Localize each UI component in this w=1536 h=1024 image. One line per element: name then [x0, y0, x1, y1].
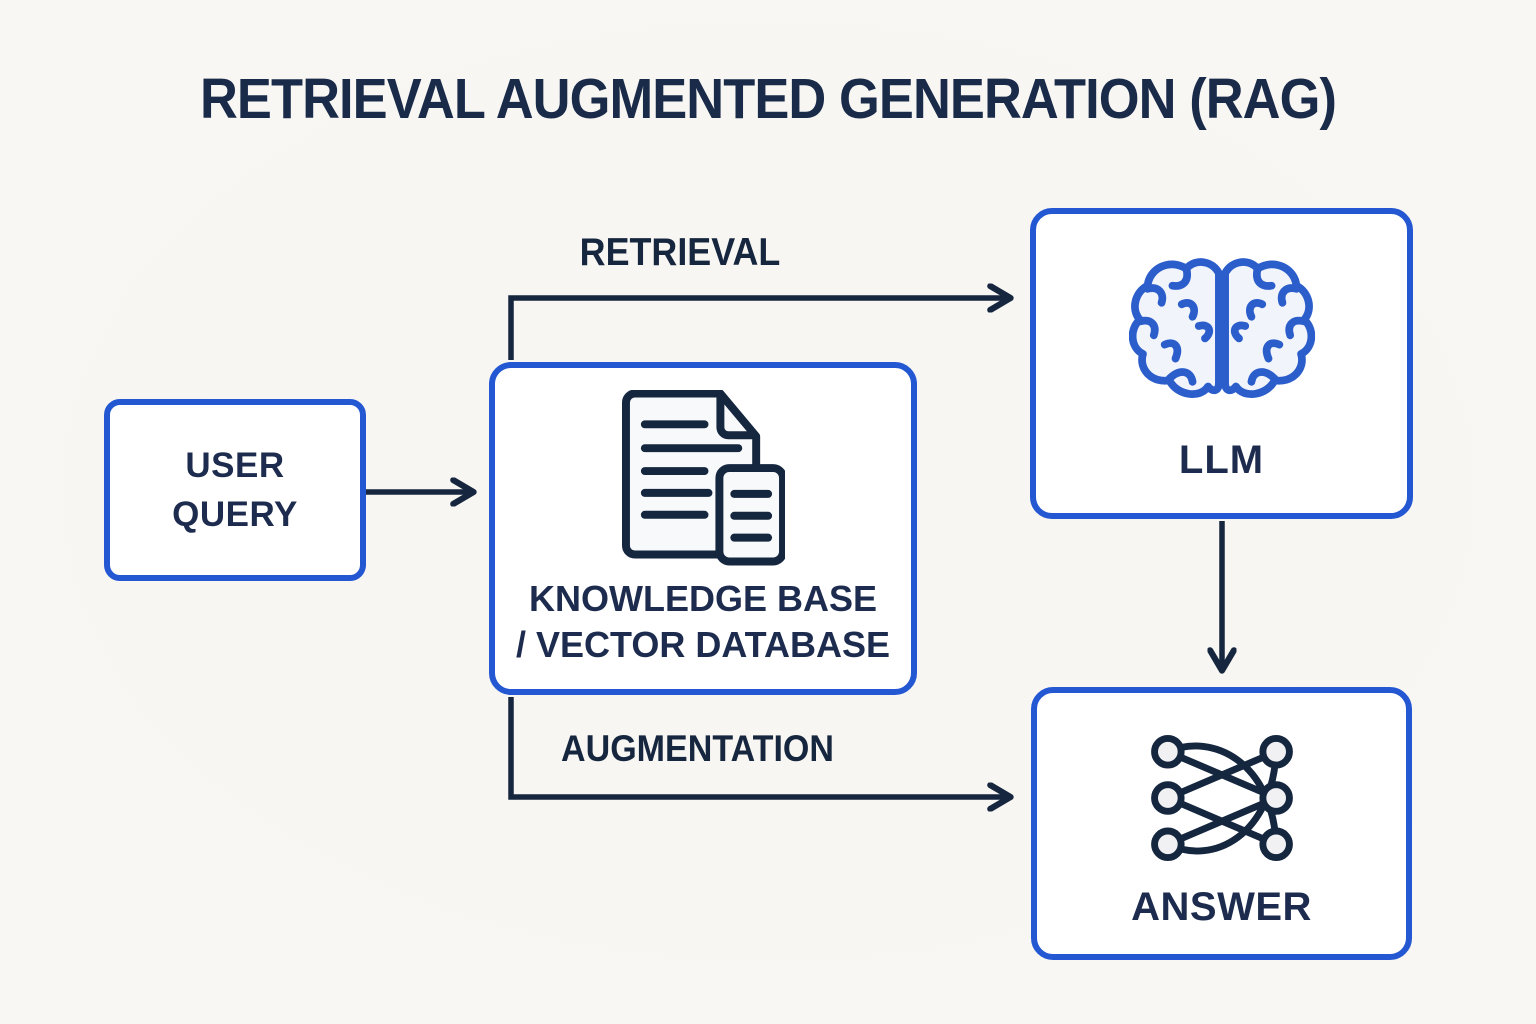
knowledge-base-label-line1: KNOWLEDGE BASE: [528, 578, 877, 619]
page-title: RETRIEVAL AUGMENTED GENERATION (RAG): [199, 67, 1337, 131]
node-llm: LLM: [1030, 208, 1413, 519]
llm-label: LLM: [1178, 438, 1265, 482]
brain-icon: [1128, 258, 1315, 398]
arrow-retrieval-kb-to-llm: [508, 298, 1007, 360]
neural-network-icon: [1150, 735, 1293, 862]
node-user-query: USER QUERY: [104, 399, 366, 581]
node-knowledge-base: KNOWLEDGE BASE / VECTOR DATABASE: [489, 362, 917, 695]
retrieval-edge-label: RETRIEVAL: [579, 231, 781, 274]
knowledge-base-label: KNOWLEDGE BASE / VECTOR DATABASE: [516, 576, 890, 668]
user-query-label: USER QUERY: [172, 446, 298, 534]
arrow-augmentation-kb-to-answer: [508, 697, 1007, 797]
answer-label: ANSWER: [1131, 885, 1312, 929]
knowledge-base-label-line2: / VECTOR DATABASE: [515, 624, 891, 666]
node-answer: ANSWER: [1031, 687, 1412, 960]
augmentation-edge-label: AUGMENTATION: [561, 728, 834, 769]
documents-icon: [621, 390, 785, 566]
